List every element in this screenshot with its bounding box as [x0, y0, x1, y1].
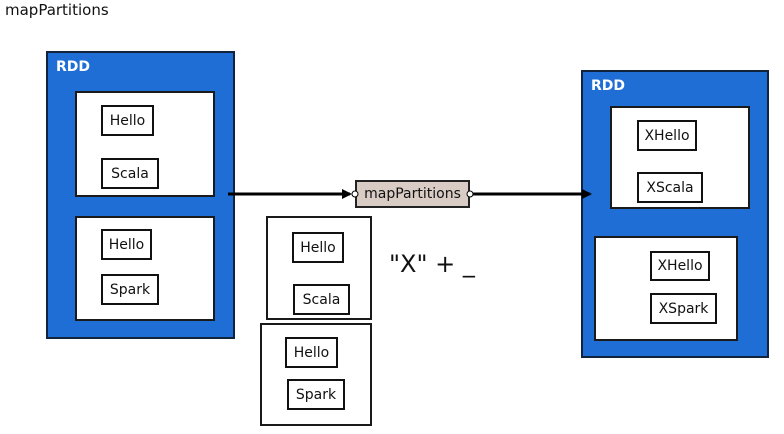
- diagram-title: mapPartitions: [5, 1, 109, 19]
- operation-box: mapPartitions: [355, 180, 470, 208]
- operation-port-left: [351, 190, 359, 198]
- source-partition-1-item-1: Hello: [101, 105, 154, 136]
- floating-partition-2-item-1: Hello: [285, 337, 338, 368]
- floating-partition-1-item-1: Hello: [292, 232, 344, 263]
- target-partition-1-item-2: XScala: [637, 172, 703, 203]
- source-partition-2-item-2: Spark: [101, 274, 159, 305]
- target-partition-2-item-1: XHello: [650, 251, 710, 281]
- floating-partition-2-item-2: Spark: [287, 379, 345, 410]
- source-partition-2-item-1: Hello: [101, 229, 152, 260]
- source-partition-1-item-2: Scala: [101, 158, 159, 189]
- target-partition-1-item-1: XHello: [637, 120, 697, 151]
- operation-port-right: [466, 190, 474, 198]
- target-rdd-label: RDD: [591, 78, 626, 94]
- floating-partition-1-item-2: Scala: [293, 284, 350, 315]
- function-expression: "X" + _: [389, 250, 475, 278]
- target-partition-2-item-2: XSpark: [650, 293, 717, 324]
- source-rdd-label: RDD: [56, 59, 91, 75]
